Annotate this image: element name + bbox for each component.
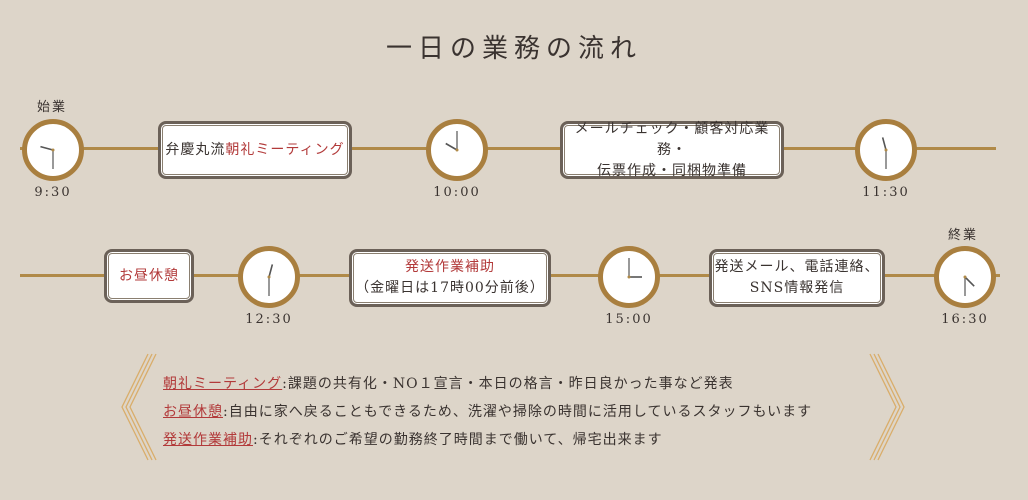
hour-hand bbox=[964, 276, 975, 287]
clock-icon bbox=[238, 246, 300, 308]
clock-time-label: 10:00 bbox=[433, 185, 481, 200]
note-text: :それぞれのご希望の勤務終了時間まで働いて、帰宅出来ます bbox=[253, 432, 663, 448]
clock-icon bbox=[934, 246, 996, 308]
hour-hand bbox=[445, 142, 458, 151]
clock-icon bbox=[22, 119, 84, 181]
hour-hand bbox=[268, 264, 274, 278]
step-shipping: 発送作業補助 （金曜日は17時00分前後） bbox=[349, 249, 551, 307]
hour-hand bbox=[40, 145, 54, 151]
clock-icon bbox=[855, 119, 917, 181]
step-text: 発送メール、電話連絡、 bbox=[714, 259, 880, 275]
step-text: メールチェック・顧客対応業務・ bbox=[574, 120, 770, 158]
clock-time-label: 16:30 bbox=[941, 312, 989, 327]
step-highlight: 発送作業補助 bbox=[404, 259, 495, 275]
right-bracket-ornament bbox=[869, 353, 905, 461]
step-highlight: 朝礼ミーティング bbox=[225, 141, 345, 158]
hour-hand bbox=[881, 137, 887, 151]
clock-icon bbox=[598, 246, 660, 308]
page-title: 一日の業務の流れ bbox=[385, 34, 642, 64]
note-item: お昼休憩:自由に家へ戻ることもできるため、洗濯や掃除の時間に活用しているスタッフ… bbox=[163, 398, 812, 426]
clock-time-label: 11:30 bbox=[862, 185, 910, 200]
step-morning-meeting: 弁慶丸流朝礼ミーティング bbox=[158, 121, 352, 179]
end-label: 終業 bbox=[947, 228, 978, 243]
clock-icon bbox=[426, 119, 488, 181]
step-highlight: お昼休憩 bbox=[119, 267, 179, 284]
note-term: 発送作業補助 bbox=[163, 432, 253, 448]
note-item: 発送作業補助:それぞれのご希望の勤務終了時間まで働いて、帰宅出来ます bbox=[163, 426, 812, 454]
step-office-work: メールチェック・顧客対応業務・伝票作成・同梱物準備 bbox=[560, 121, 784, 179]
step-text: 伝票作成・同梱物準備 bbox=[597, 162, 747, 179]
step-text: SNS情報発信 bbox=[749, 280, 845, 296]
step-lunch: お昼休憩 bbox=[104, 249, 194, 303]
notes-list: 朝礼ミーティング:課題の共有化・NO１宣言・本日の格言・昨日良かった事など発表 … bbox=[163, 370, 812, 454]
note-text: :自由に家へ戻ることもできるため、洗濯や掃除の時間に活用しているスタッフもいます bbox=[223, 404, 813, 420]
note-term: お昼休憩 bbox=[163, 404, 223, 420]
step-text: （金曜日は17時00分前後） bbox=[355, 280, 545, 296]
clock-time-label: 12:30 bbox=[245, 312, 293, 327]
note-item: 朝礼ミーティング:課題の共有化・NO１宣言・本日の格言・昨日良かった事など発表 bbox=[163, 370, 812, 398]
start-label: 始業 bbox=[36, 100, 67, 115]
clock-time-label: 15:00 bbox=[605, 312, 653, 327]
step-text: 弁慶丸流 bbox=[165, 141, 226, 158]
timeline-row-1 bbox=[20, 147, 996, 150]
step-closing: 発送メール、電話連絡、 SNS情報発信 bbox=[709, 249, 885, 307]
note-text: :課題の共有化・NO１宣言・本日の格言・昨日良かった事など発表 bbox=[282, 376, 734, 392]
clock-time-label: 9:30 bbox=[34, 185, 72, 200]
note-term: 朝礼ミーティング bbox=[163, 376, 283, 392]
left-bracket-ornament bbox=[121, 353, 157, 461]
